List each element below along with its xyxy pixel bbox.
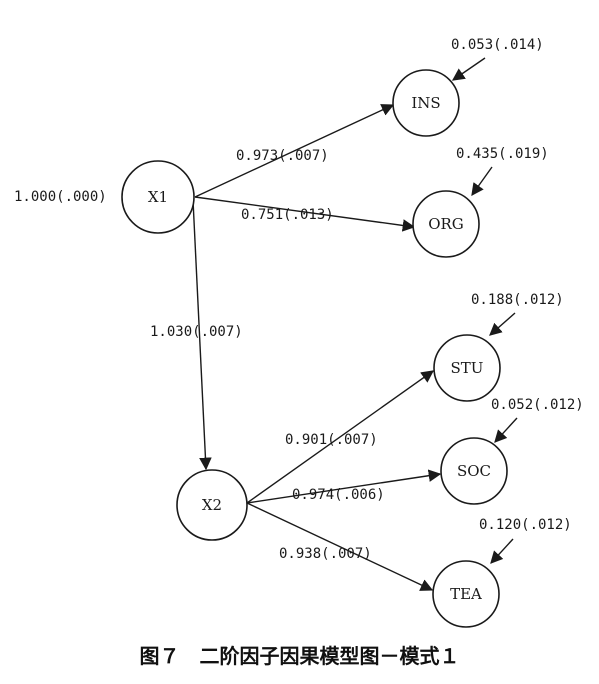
node-label-soc: SOC: [457, 462, 491, 480]
edge-label-x1-org: 0.751(.013): [241, 207, 334, 223]
node-label-ins: INS: [411, 94, 440, 112]
node-label-tea: TEA: [450, 585, 482, 603]
error-label-tea: 0.120(.012): [479, 517, 572, 533]
edge-x2-stu: [246, 370, 435, 504]
error-label-ins: 0.053(.014): [451, 37, 544, 53]
node-ins: INS: [392, 69, 460, 137]
edge-label-x2-soc: 0.974(.006): [292, 487, 385, 503]
edge-x1-ins: [194, 104, 395, 198]
edge-x1-x2: [192, 199, 212, 471]
figure-caption: 图７ 二阶因子因果模型图－模式１: [139, 644, 460, 668]
error-label-org: 0.435(.019): [456, 146, 549, 162]
error-arrow-tea: [490, 538, 514, 564]
node-label-stu: STU: [451, 359, 484, 377]
node-label-x1: X1: [148, 188, 168, 206]
edge-x1-org: [194, 196, 416, 232]
edge-label-x1-ins: 0.973(.007): [236, 148, 329, 164]
node-org: ORG: [412, 190, 480, 258]
edge-x2-soc: [246, 469, 442, 504]
node-label-org: ORG: [428, 215, 464, 233]
error-arrow-org: [471, 166, 493, 197]
node-stu: STU: [433, 334, 501, 402]
edge-x2-tea: [246, 502, 434, 591]
error-arrow-stu: [489, 312, 516, 336]
edge-label-x2-tea: 0.938(.007): [279, 546, 372, 562]
error-label-soc: 0.052(.012): [491, 397, 584, 413]
node-tea: TEA: [432, 560, 500, 628]
node-x1: X1: [121, 160, 195, 234]
node-label-x2: X2: [202, 496, 222, 514]
node-x2: X2: [176, 469, 248, 541]
node-soc: SOC: [440, 437, 508, 505]
edge-label-x1-x2: 1.030(.007): [150, 324, 243, 340]
error-arrow-soc: [494, 417, 518, 443]
error-label-x1: 1.000(.000): [14, 189, 107, 205]
error-arrow-ins: [451, 57, 486, 81]
error-label-stu: 0.188(.012): [471, 292, 564, 308]
edge-label-x2-stu: 0.901(.007): [285, 432, 378, 448]
